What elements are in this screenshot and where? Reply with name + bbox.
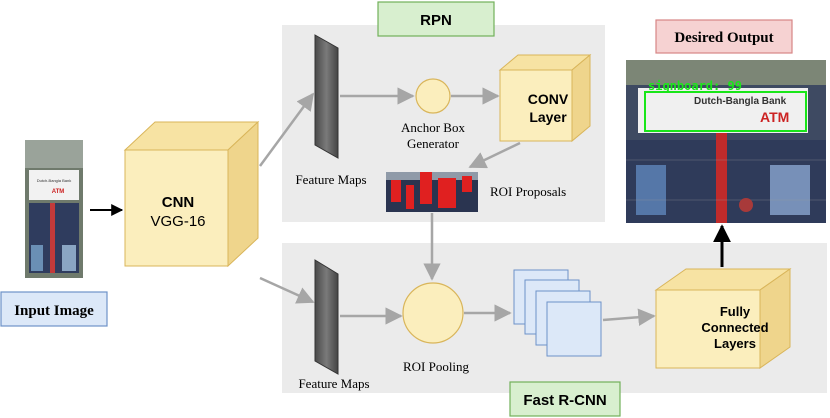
rpn-label: RPN (420, 12, 452, 29)
output-label: Desired Output (674, 30, 773, 46)
fc-line3: Layers (714, 336, 756, 351)
arrow-conv-to-roi-proposals (468, 141, 521, 169)
arrow-cnn-to-fast-feature-maps (259, 276, 315, 304)
conv-line1: CONV (528, 91, 569, 107)
conv-layer-block (498, 53, 592, 143)
input-sign-line1: Dutch-Bangla Bank (37, 178, 71, 183)
input-image-label: Input Image (14, 303, 94, 319)
fast-feature-maps-label: Feature Maps (298, 376, 369, 391)
fast-feature-map-icon (314, 259, 339, 375)
fully-connected-block (654, 268, 792, 369)
pooled-feature-stack (513, 269, 602, 357)
fast-rcnn-label: Fast R-CNN (523, 392, 606, 409)
cnn-subtitle: VGG-16 (150, 213, 205, 230)
fc-line2: Connected (701, 320, 768, 335)
conv-line2: Layer (529, 109, 567, 125)
output-sign-text: Dutch-Bangla Bank (694, 96, 787, 107)
cnn-title: CNN (162, 194, 195, 211)
anchor-box-generator-icon (415, 78, 451, 114)
anchor-label-line1: Anchor Box (401, 120, 465, 135)
arrow-features-to-fc (602, 308, 656, 326)
rpn-feature-maps-label: Feature Maps (295, 172, 366, 187)
roi-pooling-label: ROI Pooling (403, 359, 470, 374)
input-image-label-box (0, 291, 108, 327)
cnn-block (123, 120, 260, 268)
roi-pooling-icon (402, 282, 464, 344)
roi-proposals-label: ROI Proposals (490, 184, 566, 199)
detection-box (644, 91, 807, 132)
output-sign-atm: ATM (760, 109, 789, 125)
output-label-box (655, 19, 793, 54)
input-image: Dutch-Bangla Bank ATM (25, 140, 83, 278)
anchor-label-line2: Generator (407, 136, 460, 151)
detection-label: signboard: 99 (648, 79, 742, 93)
input-sign-line2: ATM (52, 189, 65, 195)
fast-rcnn-label-box (509, 381, 621, 417)
arrow-cnn-to-rpn-feature-maps (258, 92, 315, 167)
rpn-feature-map-icon (314, 34, 339, 159)
roi-proposals-image (386, 172, 478, 212)
fc-line1: Fully (720, 304, 751, 319)
output-image: Dutch-Bangla Bank ATM (626, 60, 826, 223)
rpn-label-box (377, 1, 495, 37)
